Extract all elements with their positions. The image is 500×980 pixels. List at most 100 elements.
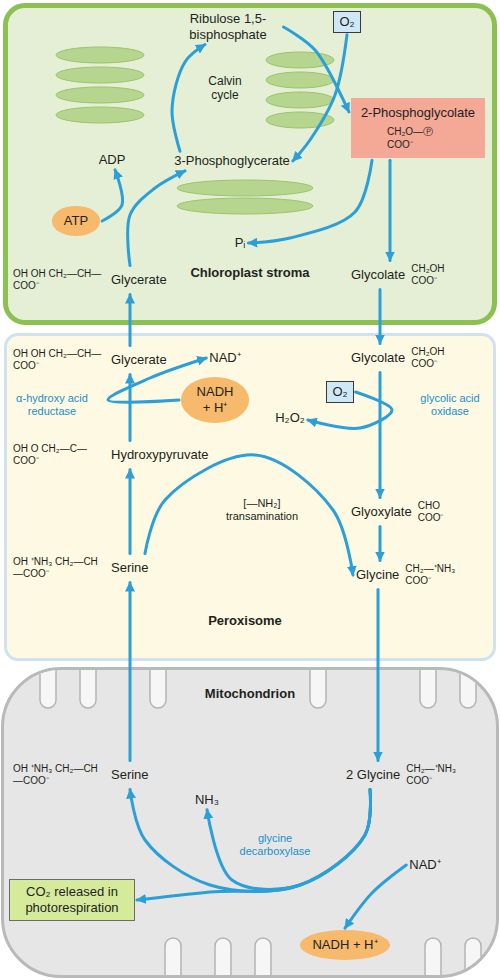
enzyme-label: [—NH₂] transamination: [215, 497, 310, 523]
reaction-arrow: [389, 160, 392, 260]
thylakoid: [56, 87, 144, 103]
metabolite-node: Glycerate OH OH CH₂—CH—COO⁻: [12, 348, 168, 373]
thylakoid: [56, 47, 144, 63]
thylakoid: [56, 67, 144, 83]
compartment-title: Chloroplast stroma: [190, 265, 309, 280]
enzyme-label: α-hydroxy acid reductase: [10, 392, 95, 418]
cristae-folds: [4, 670, 496, 975]
thylakoid: [266, 72, 334, 88]
thylakoid: [177, 180, 313, 196]
reaction-arrow: [145, 455, 353, 575]
reaction-arrow: [137, 790, 371, 901]
structural-formula: CH₂O—Ⓟ COO⁻: [387, 126, 449, 151]
metabolite-node: SerineOH ⁺NH₃ CH₂—CH—COO⁻: [12, 763, 150, 788]
crista: [310, 670, 326, 708]
thylakoid: [56, 107, 144, 123]
compartment-title: Mitochondrion: [205, 686, 295, 701]
crista: [465, 938, 481, 975]
metabolite-name: NADH + H⁺: [312, 937, 377, 953]
reaction-arrow: [108, 358, 206, 402]
metabolite-name: NADH + H⁺: [193, 384, 237, 415]
reaction-arrow: [102, 170, 122, 221]
oxygen-box: O₂: [333, 11, 360, 33]
reaction-arrow: [345, 865, 406, 928]
metabolite-node: Glycerate OH OH CH₂—CH—COO⁻: [12, 268, 168, 293]
metabolite-node: 2 Glycine CH₂—⁺NH₃ COO⁻: [345, 763, 473, 788]
metabolite-name: Pᵢ: [235, 235, 246, 251]
compartment-title: Peroxisome: [208, 613, 282, 628]
reaction-arrow: [129, 295, 132, 346]
cofactor-node: NAD⁺: [408, 857, 441, 873]
metabolite-node: GlycineCH₂—⁺NH₃ COO⁻: [355, 563, 472, 588]
structural-formula: OH O CH₂—C—COO⁻: [13, 443, 105, 468]
phosphate-node: Pᵢ: [234, 235, 247, 251]
metabolite-name: 2 Glycine: [346, 767, 400, 783]
crista: [150, 670, 166, 708]
metabolite-name: Glycolate: [351, 350, 405, 366]
reaction-arrow: [129, 470, 132, 554]
reaction-arrow: [379, 290, 382, 344]
structural-formula: CH₂—⁺NH₃ COO⁻: [406, 763, 472, 788]
structural-formula: OH ⁺NH₃ CH₂—CH—COO⁻: [13, 556, 105, 581]
highlight-box: 2-PhosphoglycolateCH₂O—Ⓟ COO⁻: [351, 98, 485, 159]
metabolite-name: Glyoxylate: [351, 504, 412, 520]
cofactor-node: NAD⁺: [208, 350, 241, 366]
metabolite-name: Ribulose 1,5- bisphosphate: [176, 11, 281, 42]
cycle-label: Calvin cycle: [199, 74, 251, 103]
structural-formula: CH₂OH COO⁻: [411, 263, 457, 288]
metabolite-name: O₂: [339, 14, 354, 30]
metabolite-name: Glycerate: [111, 272, 167, 288]
structural-formula: OH OH CH₂—CH—COO⁻: [13, 268, 105, 293]
metabolite-name: Serine: [111, 560, 149, 576]
metabolite-name: NAD⁺: [409, 857, 440, 873]
cofactor-oval: ATP: [52, 206, 100, 236]
metabolite-name: NAD⁺: [209, 350, 240, 366]
crista: [80, 670, 96, 708]
metabolite-name: O₂: [332, 384, 347, 400]
reaction-arrow: [129, 375, 132, 441]
metabolite-name: 3-Phosphoglycerate: [174, 153, 290, 169]
crista: [425, 938, 441, 975]
metabolite-node: Glycolate CH₂OH COO⁻: [350, 263, 458, 288]
crista: [420, 670, 436, 708]
crista: [40, 670, 56, 708]
structural-formula: CHO COO⁻: [418, 500, 458, 525]
structural-formula: OH OH CH₂—CH—COO⁻: [13, 348, 105, 373]
metabolite-name: 2-Phosphoglycolate: [361, 105, 475, 121]
metabolite-name: CO₂ released in photorespiration: [16, 884, 128, 915]
metabolite-name: ATP: [64, 213, 88, 229]
metabolite-name: Glycolate: [351, 267, 405, 283]
reaction-arrow: [293, 35, 347, 161]
reaction-arrow: [379, 527, 382, 561]
thylakoid: [266, 112, 334, 128]
metabolite-node: 3-Phosphoglycerate: [173, 153, 291, 169]
cofactor-oval: NADH + H⁺: [181, 377, 249, 422]
thylakoid: [266, 92, 334, 108]
co2-box: CO₂ released in photorespiration: [9, 879, 135, 920]
metabolite-name: Glycerate: [111, 352, 167, 368]
metabolite-node: Serine OH ⁺NH₃ CH₂—CH—COO⁻: [12, 556, 150, 581]
crista: [255, 938, 271, 975]
structural-formula: OH ⁺NH₃ CH₂—CH—COO⁻: [13, 763, 105, 788]
crista: [165, 938, 181, 975]
oxygen-box: O₂: [326, 381, 353, 403]
reaction-arrow: [172, 45, 205, 152]
cofactor-node: ADP: [98, 152, 127, 168]
enzyme-label: glycolic acid oxidase: [414, 392, 486, 418]
reaction-arrow: [130, 790, 371, 892]
thylakoid: [177, 198, 313, 214]
enzyme-label: glycine decarboxylase: [235, 832, 315, 858]
metabolite-name: Glycine: [356, 567, 399, 583]
metabolite-node: Ribulose 1,5- bisphosphate: [175, 11, 282, 42]
reaction-arrow: [248, 160, 372, 243]
metabolite-name: Hydroxypyruvate: [111, 447, 209, 463]
crista: [460, 670, 476, 708]
reaction-arrow: [377, 590, 380, 761]
metabolite-name: H₂O₂: [275, 410, 305, 426]
chloroplast-region: Chloroplast stroma Ribulose 1,5- bisphosp…: [3, 3, 497, 325]
reaction-arrow: [128, 171, 185, 266]
cofactor-oval: NADH + H⁺: [300, 930, 389, 960]
mitochondrion-region: MitochondrionSerineOH ⁺NH₃ CH₂—CH—COO⁻ NH…: [1, 667, 499, 978]
product-node: NH₃: [194, 792, 220, 808]
